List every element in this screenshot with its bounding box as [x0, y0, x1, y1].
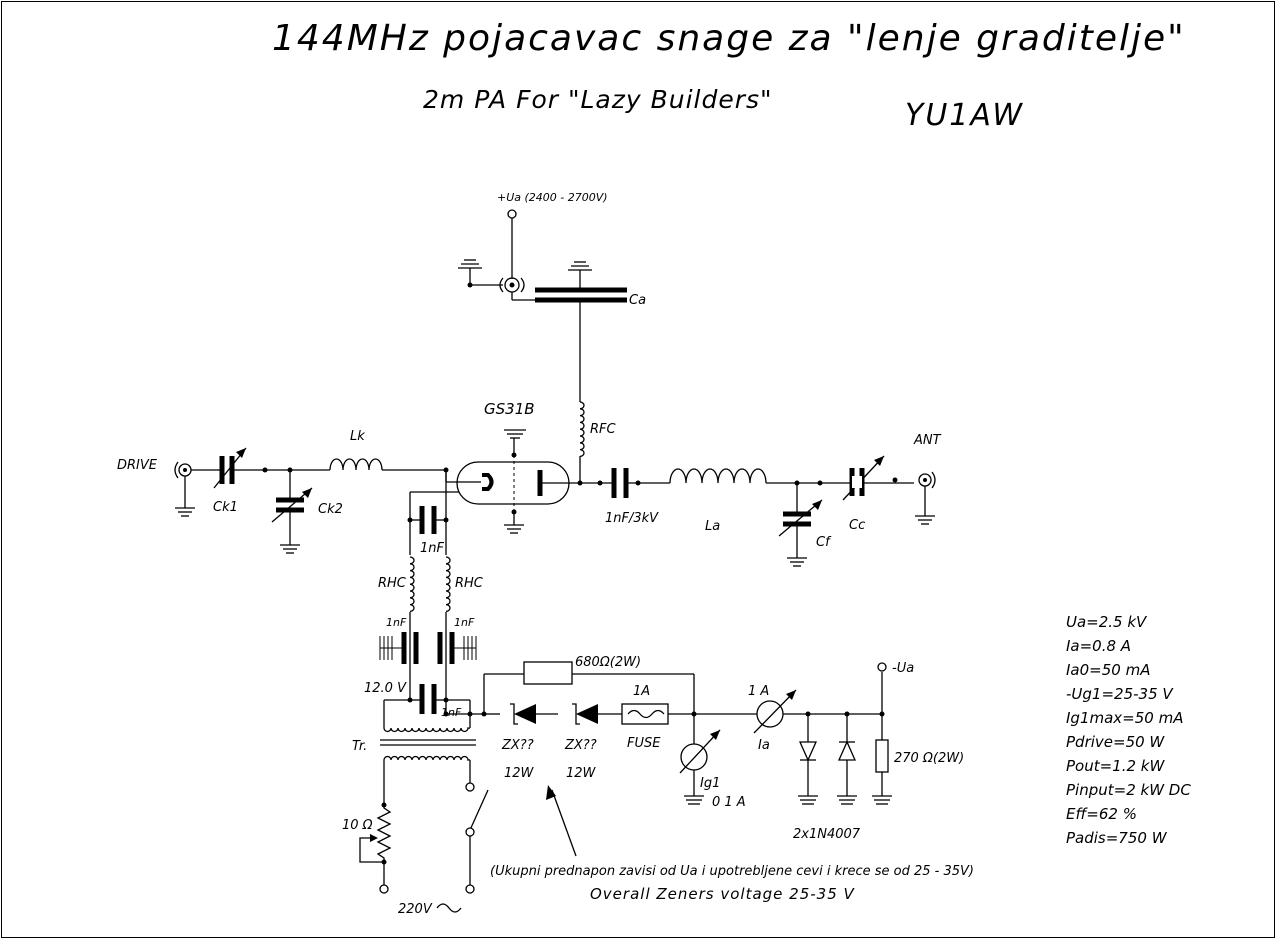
- rfc-choke: RFC: [579, 401, 617, 483]
- mains-terminal-left: [379, 884, 389, 894]
- ac-symbol: [436, 903, 462, 913]
- rhc-right-choke: [445, 556, 451, 613]
- minus-ua-label: -Ua: [892, 661, 914, 676]
- ig1-range-label: 0 1 A: [712, 795, 746, 810]
- zener1-w-label: 12W: [504, 766, 535, 781]
- tube-envelope: [456, 461, 570, 505]
- bias-note: (Ukupni prednapon zavisi od Ua i upotreb…: [490, 864, 974, 879]
- callsign: YU1AW: [905, 98, 1024, 133]
- spec-line: Padis=750 W: [1066, 829, 1168, 847]
- drive-label: DRIVE: [117, 458, 158, 473]
- r680-label: 680Ω(2W): [575, 655, 641, 670]
- zener2-w-label: 12W: [566, 766, 597, 781]
- r10-potentiometer: 10 Ω: [342, 802, 392, 894]
- diodes-label: 2x1N4007: [793, 827, 861, 842]
- heater-feed-section: 1nF RHC RHC 1nF 1nF 1nF 12.: [364, 470, 484, 728]
- supply-label: +Ua (2400 - 2700V): [497, 191, 608, 204]
- cap-1nf-b-label: 1nF: [386, 616, 407, 629]
- bias-chain: 680Ω(2W) ZX?? 12W ZX?? 12W 1A FUSE Ig1 0…: [481, 655, 964, 842]
- diode-1n4007-2: [837, 740, 857, 761]
- la-inductor: [669, 468, 767, 484]
- v12-label: 12.0 V: [364, 681, 407, 696]
- overall-note: Overall Zeners voltage 25-35 V: [590, 885, 856, 903]
- resistor-270: [875, 739, 889, 773]
- ig1-label: Ig1: [700, 776, 720, 791]
- ia-meter: [756, 700, 784, 728]
- rhc-right-label: RHC: [455, 576, 484, 591]
- la-label: La: [705, 519, 720, 534]
- ia-label: Ia: [758, 738, 770, 753]
- input-network: DRIVE Ck1 Ck2 Lk: [117, 429, 481, 554]
- cap-1nf-a-label: 1nF: [420, 541, 445, 556]
- ck1-label: Ck1: [213, 500, 238, 515]
- spec-line: Ia0=50 mA: [1066, 661, 1150, 679]
- spec-line: Pinput=2 kW DC: [1066, 781, 1191, 799]
- zener1-label: ZX??: [501, 738, 534, 753]
- rfc-label: RFC: [590, 422, 617, 437]
- cap-3kv-label: 1nF/3kV: [605, 511, 659, 526]
- lk-label: Lk: [350, 429, 365, 444]
- r10-label: 10 Ω: [342, 818, 373, 833]
- ca-label: Ca: [629, 293, 646, 308]
- ia-range-label: 1 A: [748, 684, 769, 699]
- zener-diode-2: [576, 704, 598, 724]
- supply-terminal: [507, 209, 517, 219]
- transformer: Tr.: [352, 727, 489, 894]
- tube-gs31b: GS31B: [456, 400, 583, 534]
- minus-ua-terminal: [877, 662, 887, 672]
- ck2-label: Ck2: [318, 502, 343, 517]
- transformer-label: Tr.: [352, 739, 367, 754]
- resistor-680: [523, 661, 573, 685]
- mains-switch: [469, 789, 489, 831]
- note-arrow: [551, 789, 577, 857]
- cc-label: Cc: [849, 518, 865, 533]
- r270-label: 270 Ω(2W): [894, 751, 964, 766]
- spec-line: Ua=2.5 kV: [1066, 613, 1148, 631]
- anode-supply-section: +Ua (2400 - 2700V) Ca: [458, 191, 646, 402]
- spec-line: Ig1max=50 mA: [1066, 709, 1183, 727]
- fuse-rating-label: 1A: [633, 684, 650, 699]
- mains-label: 220V: [398, 902, 433, 917]
- spec-line: Ia=0.8 A: [1066, 637, 1131, 655]
- spec-line: Eff=62 %: [1066, 805, 1137, 823]
- diode-1n4007-1: [798, 741, 818, 762]
- mains-terminal-right: [465, 884, 475, 894]
- ground-symbol-ca-right: [568, 261, 592, 271]
- cf-label: Cf: [816, 535, 832, 550]
- cap-1nf-c-label: 1nF: [454, 616, 475, 629]
- tube-label: GS31B: [484, 400, 535, 418]
- zener2-label: ZX??: [564, 738, 597, 753]
- title-main: 144MHz pojacavac snage za "lenje gradite…: [272, 18, 1186, 59]
- title-subtitle: 2m PA For "Lazy Builders": [423, 85, 773, 114]
- rhc-left-label: RHC: [378, 576, 407, 591]
- rhc-left-choke: [409, 556, 415, 613]
- ant-label: ANT: [913, 433, 942, 448]
- spec-line: -Ug1=25-35 V: [1066, 685, 1174, 703]
- zener-diode-1: [514, 704, 536, 724]
- tube-cathode: [482, 473, 494, 491]
- lk-inductor: [329, 458, 383, 471]
- ground-symbol-ca-left: [458, 259, 482, 269]
- fuse: [621, 703, 669, 725]
- spec-list: Ua=2.5 kV Ia=0.8 A Ia0=50 mA -Ug1=25-35 …: [1066, 613, 1191, 847]
- spec-line: Pout=1.2 kW: [1066, 757, 1165, 775]
- spec-line: Pdrive=50 W: [1066, 733, 1165, 751]
- output-network: 1nF/3kV La Cf Cc ANT: [580, 433, 942, 567]
- fuse-label: FUSE: [627, 736, 661, 751]
